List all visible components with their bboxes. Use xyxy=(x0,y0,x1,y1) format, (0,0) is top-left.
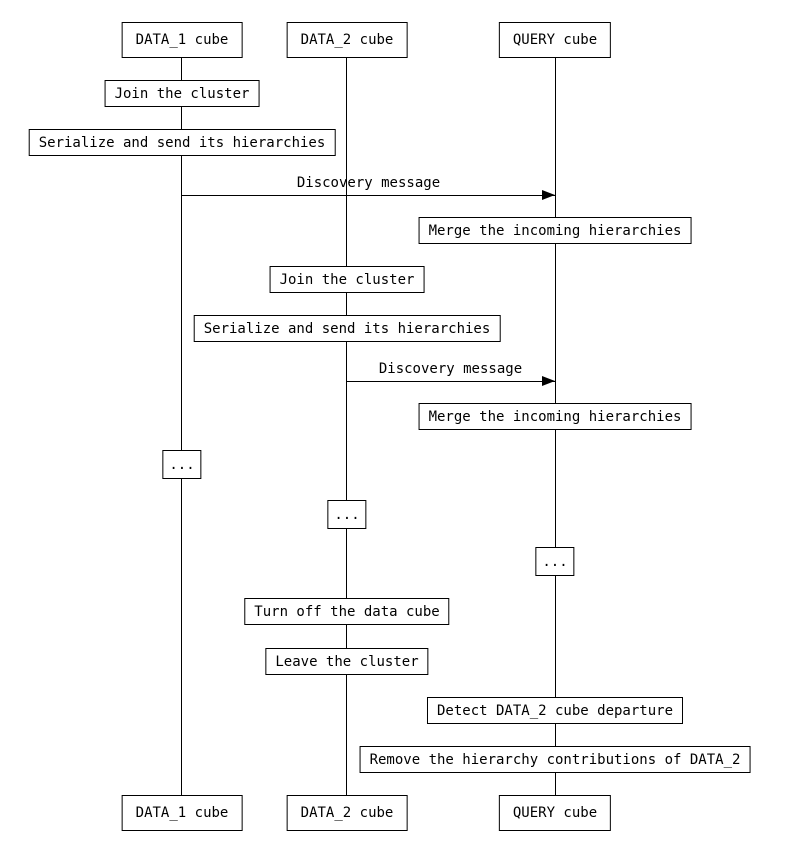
ellipsis-data2: ... xyxy=(327,500,367,529)
actor-data1-top: DATA_1 cube xyxy=(121,22,243,58)
message-discovery-2: Discovery message xyxy=(346,361,555,386)
actor-query-top: QUERY cube xyxy=(498,22,612,58)
message-discovery-1: Discovery message xyxy=(182,175,555,200)
lifeline-data2 xyxy=(346,57,347,796)
lifeline-data1 xyxy=(181,57,182,796)
arrowhead-icon xyxy=(542,190,555,200)
action-join-cluster-data2: Join the cluster xyxy=(269,266,425,293)
action-merge-hierarchies-2: Merge the incoming hierarchies xyxy=(418,403,692,430)
action-merge-hierarchies-1: Merge the incoming hierarchies xyxy=(418,217,692,244)
message-label: Discovery message xyxy=(296,175,441,191)
message-label: Discovery message xyxy=(378,361,523,377)
actor-data2-top: DATA_2 cube xyxy=(286,22,408,58)
action-serialize-data1: Serialize and send its hierarchies xyxy=(28,129,336,156)
action-join-cluster-data1: Join the cluster xyxy=(104,80,260,107)
message-arrow-line xyxy=(182,190,555,200)
action-detect-departure: Detect DATA_2 cube departure xyxy=(426,697,684,724)
message-arrow-line xyxy=(346,376,555,386)
action-leave-cluster: Leave the cluster xyxy=(265,648,429,675)
ellipsis-query: ... xyxy=(535,547,575,576)
action-serialize-data2: Serialize and send its hierarchies xyxy=(193,315,501,342)
actor-query-bottom: QUERY cube xyxy=(498,795,612,831)
action-remove-contributions: Remove the hierarchy contributions of DA… xyxy=(359,746,751,773)
action-turn-off-data-cube: Turn off the data cube xyxy=(244,598,450,625)
ellipsis-data1: ... xyxy=(162,450,202,479)
actor-data2-bottom: DATA_2 cube xyxy=(286,795,408,831)
arrowhead-icon xyxy=(542,376,555,386)
actor-data1-bottom: DATA_1 cube xyxy=(121,795,243,831)
